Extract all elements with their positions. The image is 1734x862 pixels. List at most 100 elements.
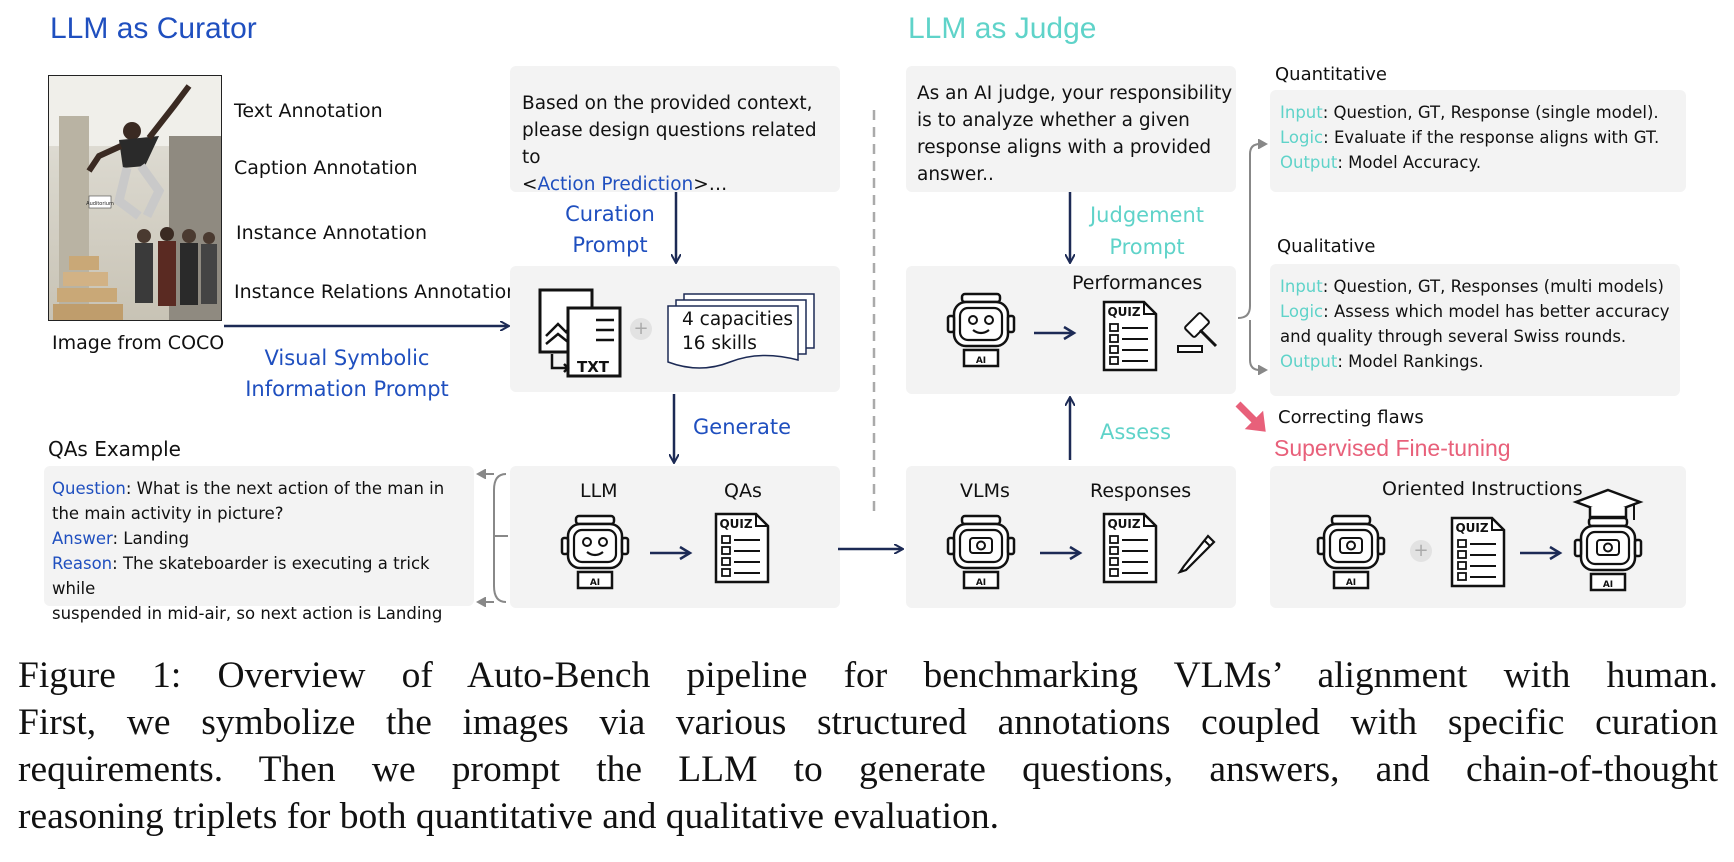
judge-heading: LLM as Judge (908, 12, 1097, 45)
correcting-arrow-head (1244, 410, 1266, 432)
pencil-icon (1177, 534, 1216, 575)
vsi-prompt-label: Visual Symbolic Information Prompt (232, 343, 462, 405)
sft-arrow (1520, 545, 1563, 561)
ai-label-sft-input: AI (1346, 578, 1356, 588)
quiz-label-sft: QUIZ (1455, 521, 1488, 535)
judge-prompt-line3: response aligns with a provided (917, 137, 1212, 158)
quantitative-logic-value: : Evaluate if the response aligns with G… (1323, 128, 1660, 147)
qualitative-input: Input: Question, GT, Responses (multi mo… (1280, 274, 1670, 299)
qualitative-logic-value: : Assess which model has better accuracy (1323, 302, 1670, 321)
txt-label: TXT (577, 358, 610, 376)
reason-key: Reason (52, 554, 113, 573)
judge-to-quiz-arrow (1034, 325, 1077, 341)
action-prediction-link: Action Prediction (537, 174, 694, 195)
curation-prompt-box: Based on the provided context, please de… (510, 66, 840, 195)
qualitative-box: Input: Question, GT, Responses (multi mo… (1270, 264, 1680, 396)
quantitative-output-value: : Model Accuracy. (1337, 153, 1482, 172)
angle-open: < (522, 174, 538, 195)
vlms-responses-box: VLMs Responses AI QUIZ (906, 466, 1236, 608)
arrow-to-qualitative (1249, 320, 1266, 370)
answer-value: : Landing (112, 529, 190, 548)
qualitative-title: Qualitative (1277, 236, 1376, 257)
curation-prompt-line3: <Action Prediction>… (522, 171, 840, 198)
ai-label: AI (590, 578, 600, 588)
quantitative-text: Input: Question, GT, Response (single mo… (1280, 100, 1659, 175)
quantitative-logic-key: Logic (1280, 128, 1324, 147)
quiz-icon: QUIZ (714, 512, 770, 584)
oriented-instructions-label: Oriented Instructions (1382, 478, 1583, 500)
performances-label: Performances (1072, 272, 1203, 294)
answer-key: Answer (52, 529, 113, 548)
qualitative-logic-line2: and quality through several Swiss rounds… (1280, 327, 1627, 346)
qa-reason-line2: suspended in mid-air, so next action is … (52, 604, 443, 623)
qualitative-input-value: : Question, GT, Responses (multi models) (1322, 277, 1664, 296)
angle-close: >… (693, 174, 728, 195)
qa-example-title: QAs Example (48, 437, 181, 461)
quantitative-box: Input: Question, GT, Response (single mo… (1270, 90, 1686, 192)
robot-judge-icon: AI (946, 292, 1016, 368)
curation-prompt-line1: Based on the provided context, (522, 93, 813, 114)
oriented-instructions-box: Oriented Instructions AI + QUIZ (1270, 466, 1686, 608)
vlm-to-quiz-arrow (1040, 545, 1083, 561)
capacities-label: 4 capacities (682, 309, 793, 330)
ai-label-graduate: AI (1603, 580, 1613, 590)
ai-label-vlm: AI (976, 578, 986, 588)
photo-sign: Auditorium (86, 201, 114, 207)
vsi-prompt-line2: Information Prompt (245, 377, 449, 401)
quantitative-input-key: Input (1280, 103, 1323, 122)
document-txt-icon: TXT (538, 288, 622, 378)
judgement-prompt-line2: Prompt (1109, 235, 1185, 259)
qualitative-input-key: Input (1280, 277, 1323, 296)
qa-question-line1: Question: What is the next action of the… (52, 476, 474, 501)
caption-line3: requirements. Then we prompt the LLM to … (18, 749, 1718, 790)
qa-question-line2: the main activity in picture? (52, 504, 284, 523)
curation-prompt-label-line2: Prompt (572, 233, 648, 257)
generate-label: Generate (693, 415, 792, 439)
judgement-prompt-line1: Judgement (1089, 203, 1204, 227)
caption-line1: Figure 1: Overview of Auto-Bench pipelin… (18, 655, 1718, 696)
qualitative-text: Input: Question, GT, Responses (multi mo… (1280, 274, 1670, 374)
robot-camera-icon: AI (946, 514, 1016, 590)
quiz-icon: QUIZ (1102, 512, 1158, 584)
correcting-flaws-label: Correcting flaws (1278, 407, 1424, 428)
curation-prompt-label-line1: Curation (565, 202, 655, 226)
robot-graduate-icon: AI (1572, 488, 1644, 592)
quiz-label: QUIZ (719, 517, 752, 531)
quantitative-input: Input: Question, GT, Response (single mo… (1280, 100, 1659, 125)
qualitative-output-key: Output (1280, 352, 1338, 371)
quiz-icon: QUIZ (1102, 300, 1158, 372)
image-caption: Image from COCO (52, 332, 225, 354)
robot-smile-icon: AI (560, 514, 630, 590)
quiz-label-performances: QUIZ (1107, 305, 1140, 319)
quantitative-input-value: : Question, GT, Response (single model). (1322, 103, 1659, 122)
question-key: Question (52, 479, 126, 498)
arrow-to-quantitative (1237, 144, 1266, 319)
quiz-icon: QUIZ (1450, 516, 1506, 588)
gavel-icon (1177, 312, 1218, 353)
question-value: : What is the next action of the man in (125, 479, 445, 498)
judge-prompt-line2: is to analyze whether a given (917, 110, 1190, 131)
curation-prompt-label: Curation Prompt (548, 199, 672, 261)
judge-prompt-line1: As an AI judge, your responsibility (917, 83, 1233, 104)
robot-camera-icon: AI (1316, 514, 1386, 590)
curation-prompt-text: Based on the provided context, please de… (522, 90, 840, 198)
qa-reason-line1: Reason: The skateboarder is executing a … (52, 551, 474, 601)
llm-qas-box: LLM QAs AI QUIZ (510, 466, 840, 608)
judge-prompt-box: As an AI judge, your responsibility is t… (906, 66, 1236, 192)
quiz-label-responses: QUIZ (1107, 517, 1140, 531)
qa-bracket (493, 473, 507, 603)
figure-caption: Figure 1: Overview of Auto-Bench pipelin… (18, 652, 1718, 840)
quantitative-output: Output: Model Accuracy. (1280, 150, 1659, 175)
caption-line4: reasoning triplets for both quantitative… (18, 796, 999, 837)
connectors (224, 110, 1734, 640)
llm-label: LLM (580, 480, 618, 502)
qa-answer-line: Answer: Landing (52, 526, 474, 551)
quantitative-title: Quantitative (1275, 64, 1387, 85)
sft-label: Supervised Fine-tuning (1274, 435, 1511, 461)
judge-prompt-text: As an AI judge, your responsibility is t… (917, 80, 1232, 188)
plus-icon: + (1410, 540, 1432, 562)
qa-example-text: Question: What is the next action of the… (52, 476, 474, 626)
quantitative-output-key: Output (1280, 153, 1338, 172)
performances-box: Performances AI QUIZ (906, 266, 1236, 394)
judgement-prompt-label: Judgement Prompt (1072, 199, 1222, 263)
